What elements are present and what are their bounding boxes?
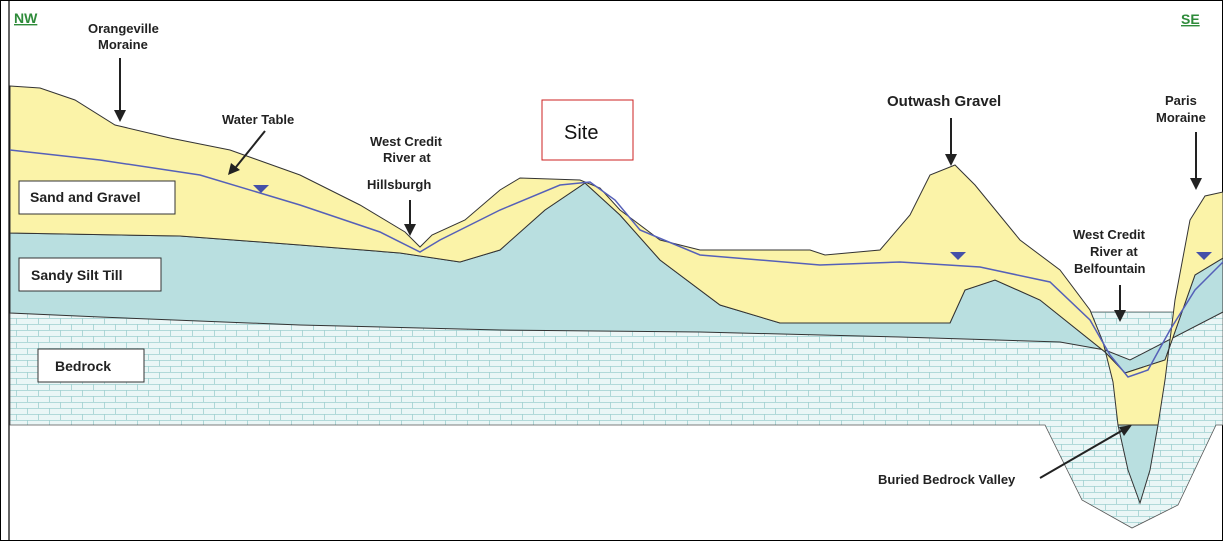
bedrock-layer	[9, 311, 1223, 529]
water-table-arrow	[235, 130, 266, 168]
hillsburgh-label-2: River at	[383, 150, 431, 165]
site-box	[541, 99, 634, 161]
till-label: Sandy Silt Till	[31, 267, 123, 283]
belfountain-arrowhead	[1114, 310, 1126, 322]
orangeville-label-2: Moraine	[98, 37, 148, 52]
paris-label-1: Paris	[1165, 93, 1197, 108]
direction-left: NW	[14, 10, 38, 26]
belfountain-label-3: Belfountain	[1074, 261, 1146, 276]
bedrock-box	[37, 348, 145, 383]
water-table-line	[9, 149, 1223, 378]
bedrock-label: Bedrock	[55, 358, 111, 374]
direction-right: SE	[1181, 11, 1200, 27]
outwash-arrowhead	[945, 154, 957, 166]
orangeville-arrowhead	[114, 110, 126, 122]
water-table-marker-2	[950, 252, 966, 260]
paris-label-2: Moraine	[1156, 110, 1206, 125]
sand-gravel-layer	[9, 85, 1223, 426]
buried-valley-label: Buried Bedrock Valley	[878, 472, 1016, 487]
sand-gravel-box	[18, 180, 176, 215]
water-table-arrowhead	[228, 163, 240, 175]
orangeville-label-1: Orangeville	[88, 21, 159, 36]
belfountain-label-1: West Credit	[1073, 227, 1146, 242]
sand-gravel-label: Sand and Gravel	[30, 189, 140, 205]
buried-valley-arrowhead	[1119, 425, 1132, 436]
hillsburgh-label-3: Hillsburgh	[367, 177, 431, 192]
buried-valley-arrow	[1039, 429, 1124, 479]
paris-arrowhead	[1190, 178, 1202, 190]
outwash-label: Outwash Gravel	[887, 93, 1001, 110]
hillsburgh-arrowhead	[404, 224, 416, 236]
hillsburgh-label-1: West Credit	[370, 134, 443, 149]
water-table-marker-3	[1196, 252, 1212, 260]
till-box	[18, 257, 162, 292]
water-table-label: Water Table	[222, 112, 294, 127]
water-table-marker-1	[253, 185, 269, 193]
belfountain-label-2: River at	[1090, 244, 1138, 259]
site-label: Site	[564, 122, 598, 144]
